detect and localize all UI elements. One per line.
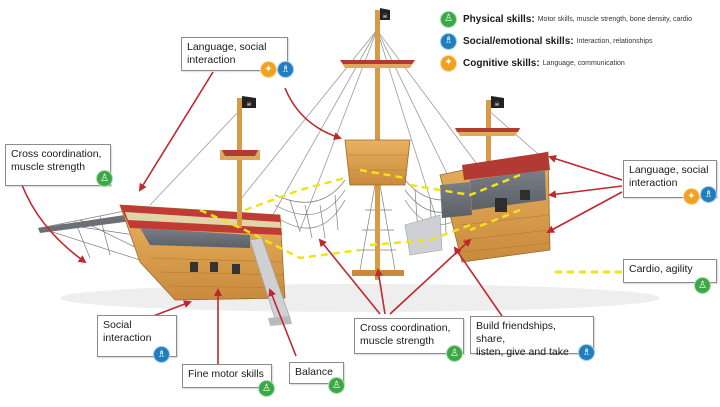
center-mast: ☠ — [340, 8, 415, 280]
bowsprit — [38, 213, 140, 233]
people-icon: ♗ — [578, 344, 595, 361]
person-icon: ♙ — [694, 277, 711, 294]
person-icon: ♙ — [96, 170, 113, 187]
people-icon: ♗ — [277, 61, 294, 78]
callout-language-right-line2: interaction — [629, 177, 678, 189]
callout-cross-center-line2: muscle strength — [360, 335, 435, 347]
legend-social: ♗ Social/emotional skills: Interaction, … — [440, 30, 716, 52]
svg-text:☠: ☠ — [246, 101, 252, 108]
legend-cognitive-title: Cognitive skills: — [463, 57, 540, 69]
callout-fine-motor: Fine motor skills — [182, 364, 272, 388]
person-icon: ♙ — [440, 10, 457, 28]
legend-physical: ♙ Physical skills: Motor skills, muscle … — [440, 8, 716, 30]
callout-friendships: Build friendships, share, listen, give a… — [470, 316, 594, 358]
lightbulb-icon: ✦ — [683, 188, 700, 205]
callout-balance: Balance — [289, 362, 344, 384]
callout-cross-center: Cross coordination, muscle strength — [354, 318, 464, 354]
skills-legend: ♙ Physical skills: Motor skills, muscle … — [440, 8, 716, 74]
legend-cognitive: ✦ Cognitive skills: Language, communicat… — [440, 52, 716, 74]
callout-friendships-line2: listen, give and take — [476, 346, 569, 358]
people-icon: ♗ — [440, 32, 457, 50]
callout-social-interaction-line2: interaction — [103, 332, 152, 344]
people-icon: ♗ — [153, 346, 170, 363]
person-icon: ♙ — [328, 377, 345, 394]
legend-social-desc: Interaction, relationships — [576, 37, 653, 45]
right-ship: ☠ — [404, 96, 551, 263]
people-icon: ♗ — [700, 186, 717, 203]
callout-friendships-line1: Build friendships, share, — [476, 320, 556, 345]
callout-social-interaction-line1: Social — [103, 319, 132, 331]
callout-cross-left-line2: muscle strength — [11, 161, 86, 173]
legend-physical-desc: Motor skills, muscle strength, bone dens… — [537, 15, 693, 23]
callout-language-top-line2: interaction — [187, 54, 236, 66]
callout-cross-left: Cross coordination, muscle strength — [5, 144, 111, 186]
callout-balance-line1: Balance — [295, 366, 333, 378]
callout-language-right-line1: Language, social — [629, 164, 709, 176]
callout-fine-motor-line1: Fine motor skills — [188, 368, 264, 380]
legend-cognitive-desc: Language, communication — [542, 59, 625, 67]
lightbulb-icon: ✦ — [260, 61, 277, 78]
rigging-ropes — [149, 29, 546, 231]
lightbulb-icon: ✦ — [440, 54, 457, 72]
callout-cross-left-line1: Cross coordination, — [11, 148, 102, 160]
svg-text:☠: ☠ — [494, 101, 500, 108]
play-route-path — [199, 168, 622, 274]
person-icon: ♙ — [446, 345, 463, 362]
left-ship: ☠ — [119, 96, 292, 326]
svg-text:☠: ☠ — [382, 13, 388, 20]
callout-cardio-line1: Cardio, agility — [629, 263, 693, 275]
legend-social-title: Social/emotional skills: — [463, 35, 574, 47]
callout-language-top-line1: Language, social — [187, 41, 267, 53]
callout-cross-center-line1: Cross coordination, — [360, 322, 451, 334]
person-icon: ♙ — [258, 380, 275, 397]
legend-physical-title: Physical skills: — [463, 13, 535, 25]
